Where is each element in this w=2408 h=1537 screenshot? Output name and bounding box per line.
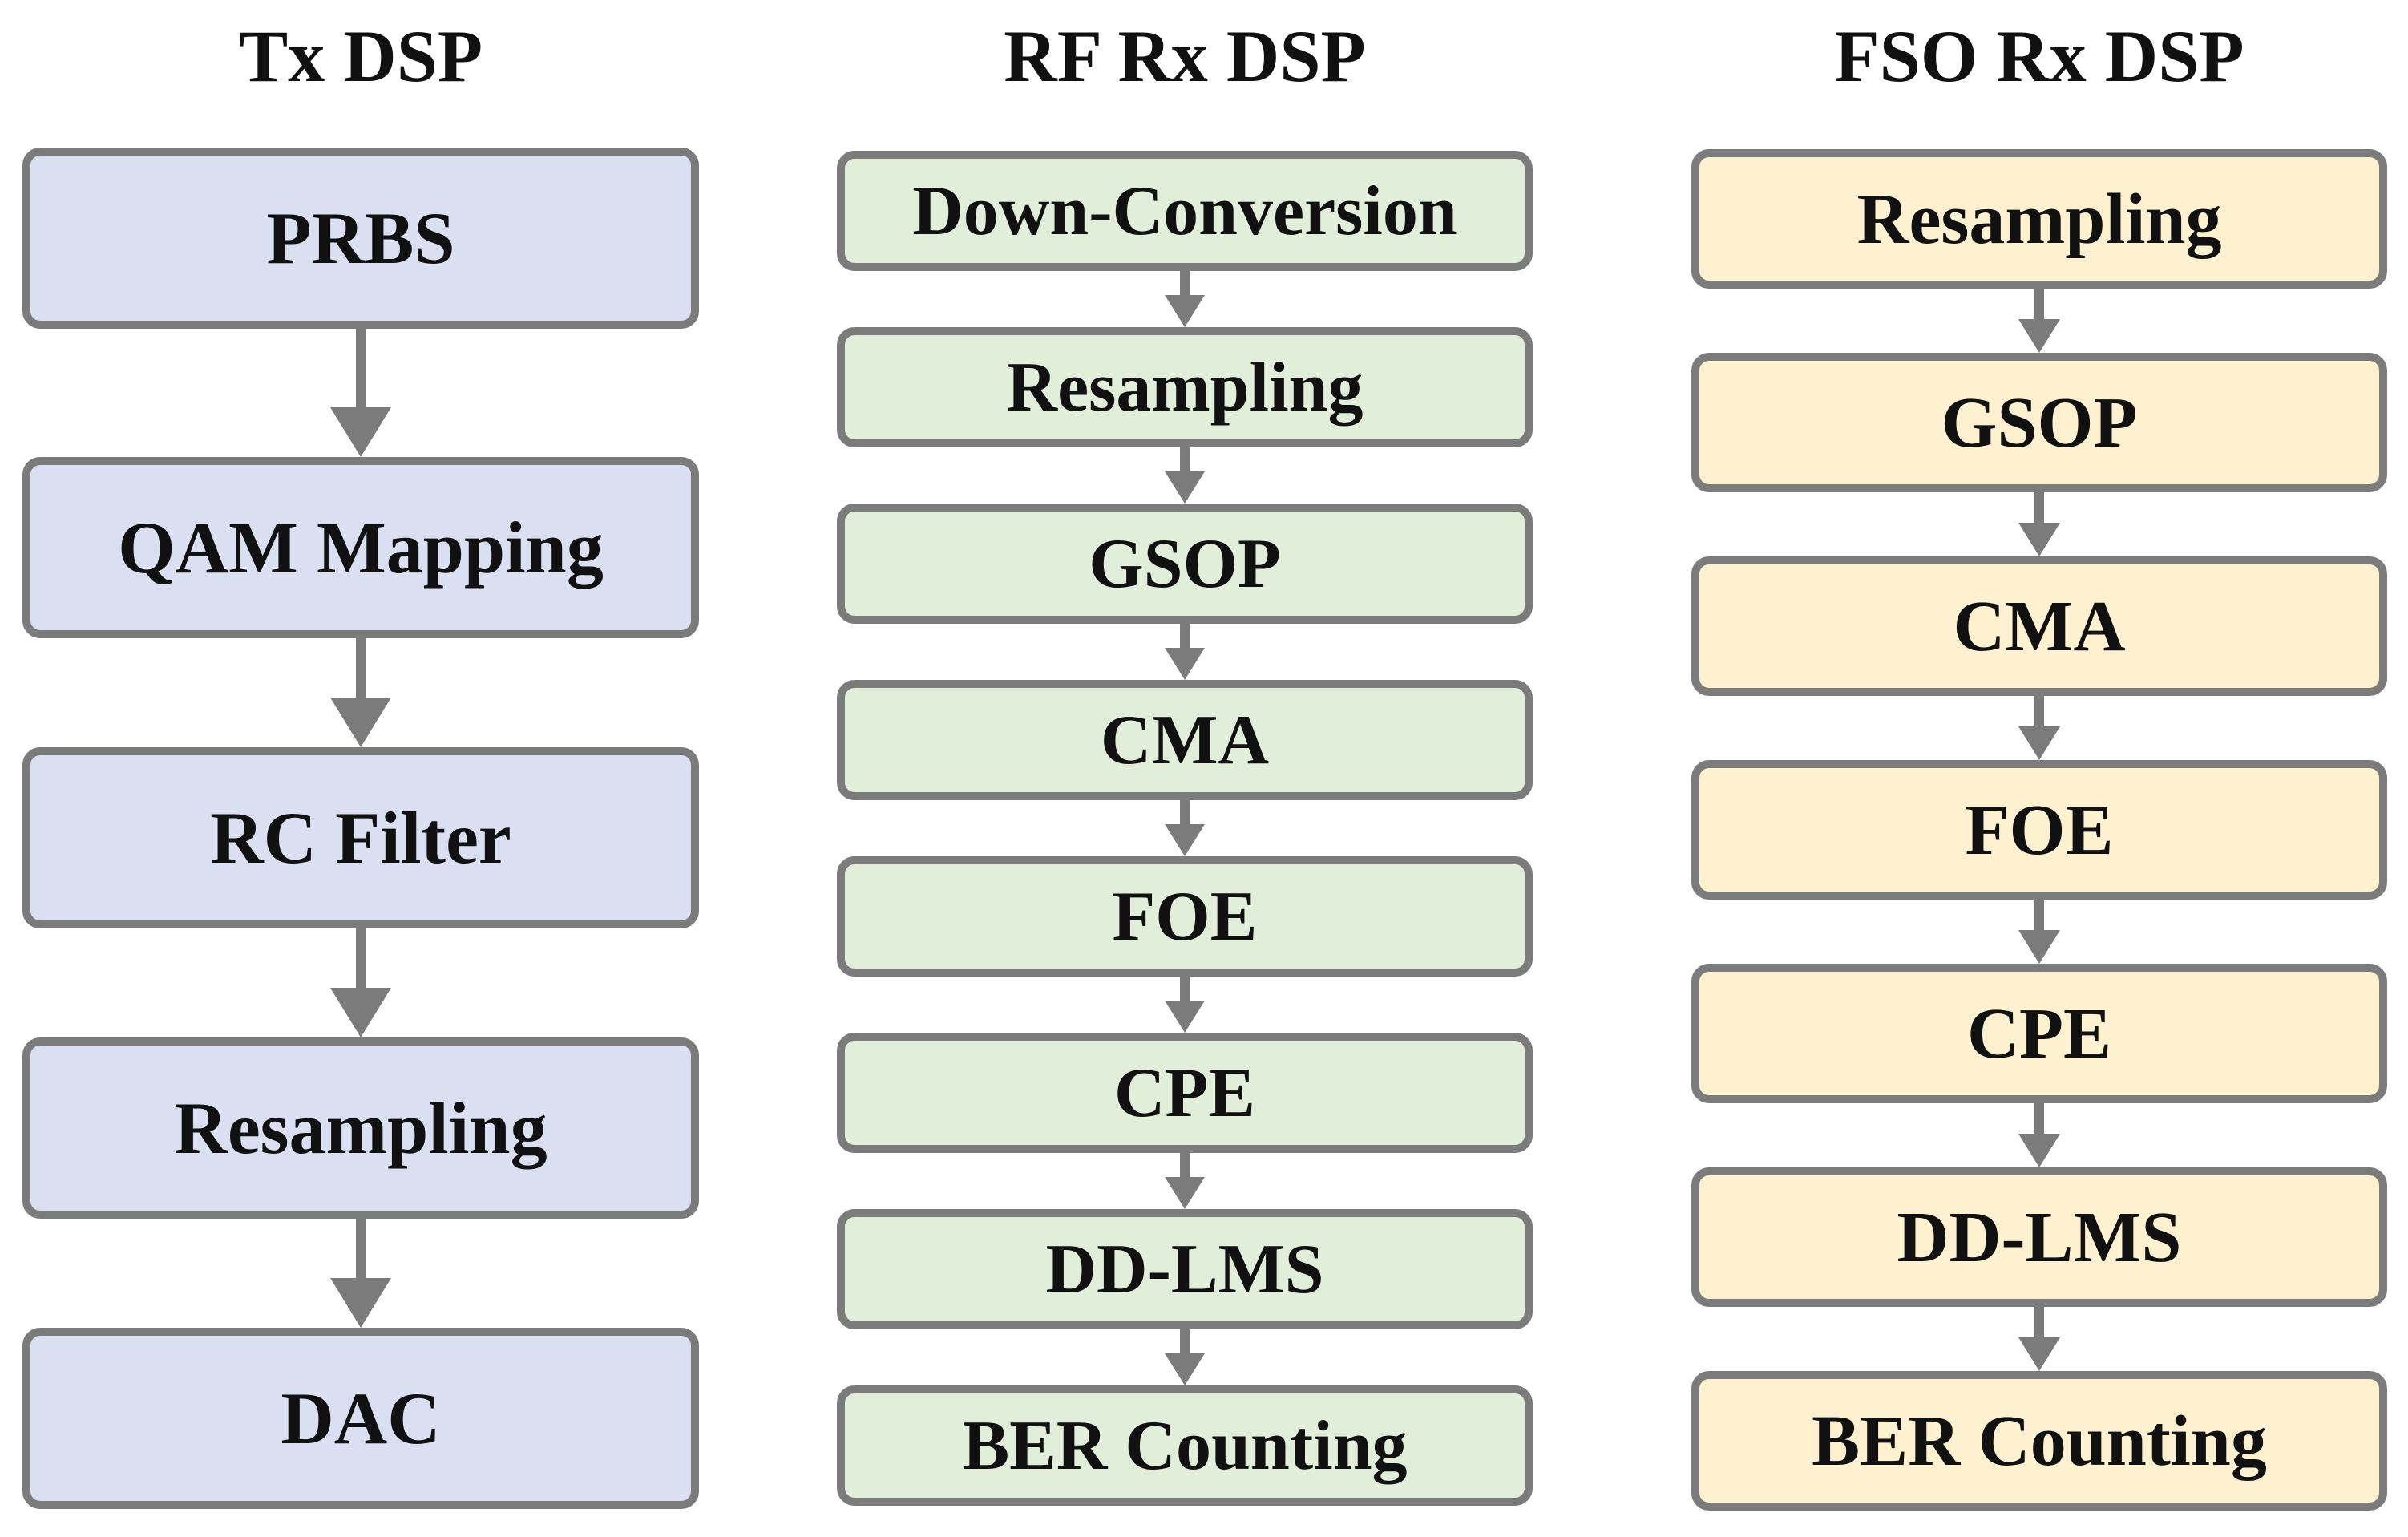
rf-block-resampling: Resampling <box>837 327 1533 447</box>
arrow-shaft <box>1180 1153 1190 1180</box>
arrow-head <box>330 988 391 1037</box>
rf-block-cma: CMA <box>837 680 1533 800</box>
tx-block-prbs: PRBS <box>22 148 699 329</box>
fso-block-dd-lms: DD-LMS <box>1691 1167 2387 1307</box>
arrow-head <box>1165 1353 1205 1385</box>
arrow-shaft <box>356 1219 366 1281</box>
arrow-shaft <box>2034 696 2044 730</box>
arrow-shaft <box>1180 447 1190 475</box>
arrow-shaft <box>1180 800 1190 827</box>
arrow-shaft <box>356 329 366 411</box>
arrow-shaft <box>1180 271 1190 298</box>
arrow-head <box>2018 523 2060 556</box>
arrow-shaft <box>1180 624 1190 651</box>
arrow-shaft <box>2034 1307 2044 1341</box>
arrow-head <box>330 407 391 457</box>
arrow-head <box>330 698 391 747</box>
tx-block-rc-filter: RC Filter <box>22 747 699 928</box>
tx-block-qam-mapping: QAM Mapping <box>22 457 699 638</box>
tx-block-resampling: Resampling <box>22 1037 699 1219</box>
tx-block-dac: DAC <box>22 1328 699 1509</box>
arrow-head <box>1165 1177 1205 1209</box>
arrow-head <box>330 1278 391 1328</box>
rf-block-foe: FOE <box>837 856 1533 977</box>
arrow-shaft <box>2034 900 2044 933</box>
arrow-head <box>2018 1337 2060 1371</box>
fso-block-foe: FOE <box>1691 760 2387 900</box>
rf-block-gsop: GSOP <box>837 504 1533 624</box>
rf-rx-dsp-title: RF Rx DSP <box>1004 15 1366 97</box>
arrow-shaft <box>2034 289 2044 322</box>
arrow-head <box>1165 824 1205 856</box>
arrow-head <box>2018 1134 2060 1167</box>
fso-block-ber-counting: BER Counting <box>1691 1371 2387 1511</box>
arrow-shaft <box>2034 492 2044 526</box>
arrow-shaft <box>2034 1103 2044 1137</box>
tx-dsp-title: Tx DSP <box>238 15 483 97</box>
arrow-shaft <box>1180 977 1190 1004</box>
fso-block-resampling: Resampling <box>1691 149 2387 289</box>
rf-block-ber-counting: BER Counting <box>837 1385 1533 1506</box>
arrow-head <box>1165 648 1205 680</box>
arrow-shaft <box>356 928 366 991</box>
rf-block-down-conversion: Down-Conversion <box>837 151 1533 271</box>
rf-block-cpe: CPE <box>837 1033 1533 1153</box>
fso-rx-dsp-title: FSO Rx DSP <box>1834 15 2244 97</box>
fso-block-cma: CMA <box>1691 556 2387 696</box>
arrow-head <box>2018 726 2060 760</box>
fso-block-cpe: CPE <box>1691 964 2387 1103</box>
rf-block-dd-lms: DD-LMS <box>837 1209 1533 1329</box>
arrow-shaft <box>356 638 366 701</box>
arrow-head <box>1165 471 1205 504</box>
arrow-head <box>2018 319 2060 353</box>
arrow-head <box>1165 1001 1205 1033</box>
arrow-shaft <box>1180 1329 1190 1357</box>
arrow-head <box>2018 930 2060 964</box>
fso-block-gsop: GSOP <box>1691 353 2387 492</box>
arrow-head <box>1165 295 1205 327</box>
